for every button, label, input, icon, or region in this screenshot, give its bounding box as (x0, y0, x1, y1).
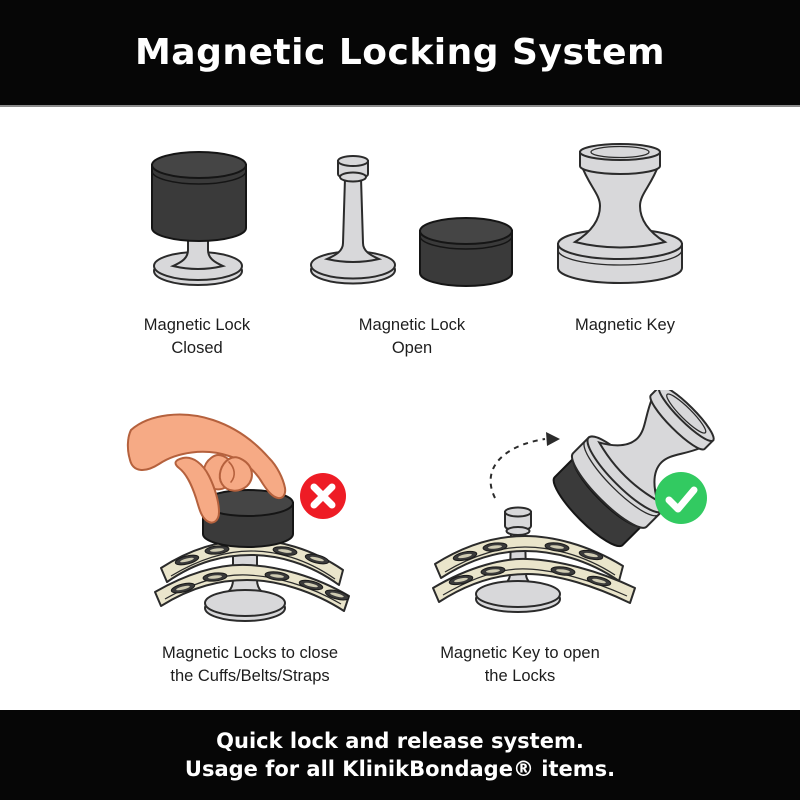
hand-press-icon (126, 413, 287, 524)
locks-close-illustration (126, 413, 350, 622)
label-magnetic-key: Magnetic Key (535, 314, 715, 337)
label-locks-close: Magnetic Locks to close the Cuffs/Belts/… (135, 642, 365, 688)
eyelet (298, 579, 324, 591)
figure-locks-close (125, 400, 365, 640)
label-magnetic-key-line1: Magnetic Key (575, 316, 675, 334)
figure-magnetic-key (555, 140, 695, 300)
label-key-open-line2: the Locks (484, 667, 556, 685)
key-flange (579, 143, 661, 175)
strap-lower (154, 563, 350, 612)
key-with-cap (552, 390, 715, 548)
check-circle-icon (655, 472, 707, 524)
label-lock-open: Magnetic Lock Open (322, 314, 502, 360)
label-lock-closed-line2: Closed (171, 339, 223, 357)
eyelet (452, 550, 478, 562)
magnetic-key-illustration (557, 143, 683, 284)
key-open-illustration (432, 390, 715, 613)
dashed-arrow-icon (489, 432, 560, 499)
label-lock-open-line2: Open (391, 339, 433, 357)
key-flange (649, 390, 715, 451)
eyelet (272, 546, 298, 556)
eyelet (204, 545, 230, 555)
eyelet (544, 542, 570, 552)
footer-bar: Quick lock and release system. Usage for… (0, 710, 800, 800)
pin-base (204, 589, 286, 622)
figure-lock-closed (130, 140, 260, 300)
eyelet (304, 553, 330, 565)
lock-cap-closed (151, 151, 247, 242)
lock-pin-base (153, 224, 243, 286)
eyelet (550, 566, 576, 576)
eyelet (324, 589, 350, 601)
footer-line2: Usage for all KlinikBondage® items. (184, 757, 616, 781)
lock-closed-illustration (151, 151, 247, 286)
footer-line1: Quick lock and release system. (216, 729, 584, 753)
label-lock-closed-line1: Magnetic Lock (143, 316, 251, 334)
figure-key-open (425, 390, 715, 635)
label-locks-close-line2: the Cuffs/Belts/Straps (170, 667, 330, 685)
figure-lock-open (305, 145, 520, 295)
eyelet (170, 582, 196, 594)
eyelet (202, 572, 228, 582)
pin (475, 506, 561, 613)
open-lock-cap (419, 217, 513, 287)
eyelet (448, 574, 474, 586)
label-lock-closed: Magnetic Lock Closed (107, 314, 287, 360)
strap-lower (432, 557, 636, 604)
eyelet (480, 566, 506, 576)
eyelet (578, 549, 604, 561)
eyelet (174, 554, 200, 566)
label-key-open: Magnetic Key to open the Locks (410, 642, 630, 688)
eyelet (482, 542, 508, 552)
open-pin (310, 155, 396, 285)
label-locks-close-line1: Magnetic Locks to close (161, 644, 339, 662)
eyelet (264, 571, 290, 581)
eyelet (586, 575, 612, 587)
header-bar: Magnetic Locking System (0, 0, 800, 107)
key-neck (572, 163, 668, 249)
page-title: Magnetic Locking System (134, 32, 666, 73)
lock-open-illustration (310, 155, 513, 287)
label-lock-open-line1: Magnetic Lock (358, 316, 466, 334)
label-key-open-line1: Magnetic Key to open (440, 644, 600, 662)
x-circle-icon (300, 473, 346, 519)
